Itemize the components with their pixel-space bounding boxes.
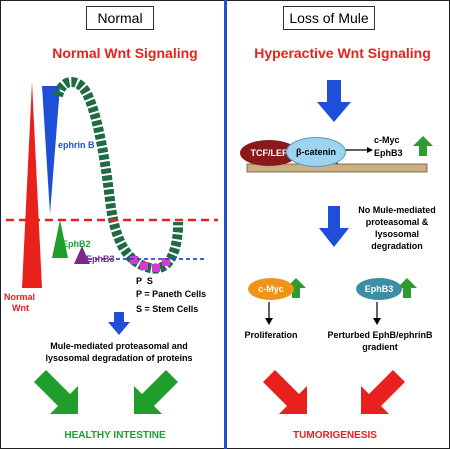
perturbed-line2: gradient (362, 342, 398, 352)
normal-wnt-line2: Wnt (12, 303, 29, 313)
stem-cell (152, 264, 160, 272)
green-arrow-left-icon (34, 370, 78, 414)
stem-definition: S = Stem Cells (136, 304, 199, 314)
left-heading: Normal Wnt Signaling (52, 45, 198, 61)
up-arrow-icon (413, 136, 433, 156)
down-arrow-icon (319, 206, 349, 247)
down-arrow-icon (317, 80, 351, 122)
normal-wnt-line1: Normal (4, 292, 36, 302)
paneth-cell (130, 256, 138, 264)
degradation-line2: lysosomal degradation of proteins (45, 353, 193, 363)
ephb2-triangle (52, 220, 68, 258)
right-panel-title: Loss of Mule (283, 6, 375, 30)
no-mule-line2: proteasomal & (365, 217, 429, 227)
ephb3-triangle (74, 246, 90, 264)
healthy-intestine-label: HEALTHY INTESTINE (64, 430, 166, 441)
ephb3-label: EphB3 (86, 254, 115, 264)
perturbed-line1: Perturbed EphB/ephrinB (327, 330, 433, 340)
stem-cell (162, 258, 170, 266)
paneth-cell (140, 262, 148, 270)
right-heading: Hyperactive Wnt Signaling (254, 45, 431, 61)
red-arrow-right-icon (361, 370, 405, 414)
green-arrow-right-icon (134, 370, 178, 414)
down-arrow-icon (108, 312, 130, 335)
no-mule-line4: degradation (371, 241, 423, 251)
wnt-gradient-triangle (22, 82, 42, 288)
ephrin-b-label: ephrin B (58, 140, 95, 150)
tumorigenesis-label: TUMORIGENESIS (293, 430, 377, 441)
red-arrow-left-icon (263, 370, 307, 414)
ephrin-b-triangle (42, 86, 60, 214)
up-arrow-icon (397, 278, 417, 298)
no-mule-line3: lysosomal (374, 229, 420, 239)
left-panel-title: Normal (86, 6, 154, 30)
proliferation-label: Proliferation (244, 330, 298, 340)
degradation-line1: Mule-mediated proteasomal and (50, 341, 188, 351)
cmyc-oval: c-Myc (248, 278, 294, 300)
beta-catenin-oval: β-catenin (286, 137, 346, 167)
paneth-definition: P = Paneth Cells (136, 289, 207, 299)
no-mule-line1: No Mule-mediated (358, 205, 436, 215)
ephb3-oval: EphB3 (356, 278, 402, 300)
ephb2-label: EphB2 (62, 239, 91, 249)
panel-divider (224, 0, 227, 449)
target-gene-ephb3: EphB3 (374, 148, 403, 158)
ps-label: P S (136, 276, 153, 286)
left-diagram (6, 77, 218, 414)
crypt-villus-epithelium (53, 77, 183, 274)
target-gene-cmyc: c-Myc (374, 135, 400, 145)
